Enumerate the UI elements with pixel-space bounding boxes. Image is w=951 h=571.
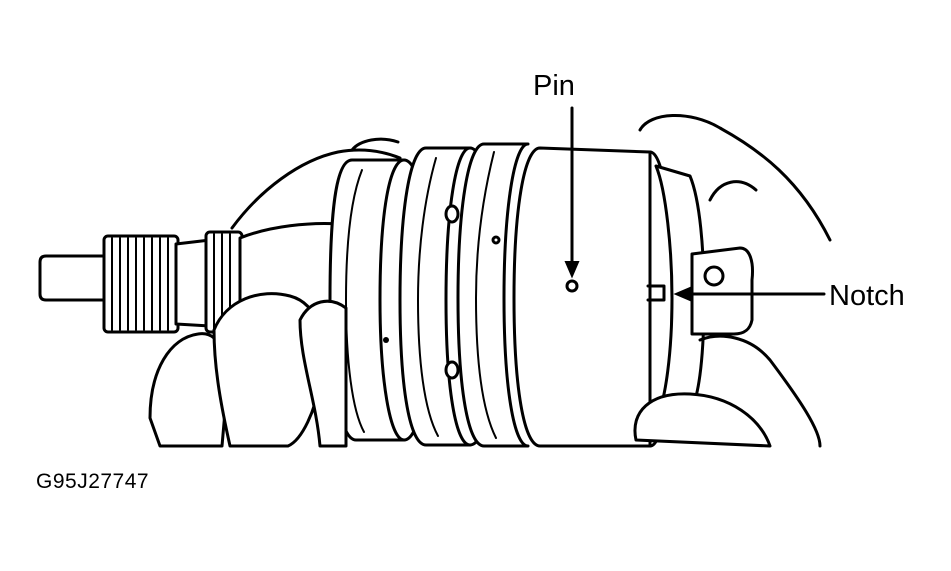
drum-ring-1-dot: [383, 337, 389, 343]
drum-ring-3-groove: [475, 151, 497, 439]
pin-hole: [565, 279, 579, 293]
drum-ring-3-dot: [491, 235, 501, 245]
housing-notch: [646, 284, 666, 302]
hand-outline-back: [230, 148, 402, 230]
notch-label: Notch: [829, 280, 905, 312]
pin-arrowhead: [564, 261, 580, 279]
pin-label: Pin: [533, 70, 575, 102]
hand-right-lower: [698, 334, 822, 448]
drum-ring-3: [456, 142, 530, 448]
housing-cylinder: [512, 146, 652, 448]
tab-hole: [703, 265, 725, 287]
notch-arrowhead: [673, 286, 691, 302]
drum-ring-2-groove: [417, 157, 439, 437]
spline-teeth-1: [111, 237, 169, 331]
figure-code: G95J27747: [36, 470, 150, 493]
drum-ring-2-hole-bottom: [444, 360, 460, 380]
hand-left-finger-3: [298, 299, 348, 448]
hand-outline-back-2: [350, 137, 400, 152]
drum-ring-2-hole-top: [444, 204, 460, 224]
spline-section-1: [102, 234, 180, 334]
drum-ring-1-groove: [345, 169, 365, 433]
hand-right-upper: [638, 114, 832, 242]
hand-right-knuckle: [708, 180, 758, 202]
retaining-tab: [690, 246, 754, 336]
shaft-stub: [38, 254, 110, 302]
hand-right-thumb: [633, 392, 772, 448]
